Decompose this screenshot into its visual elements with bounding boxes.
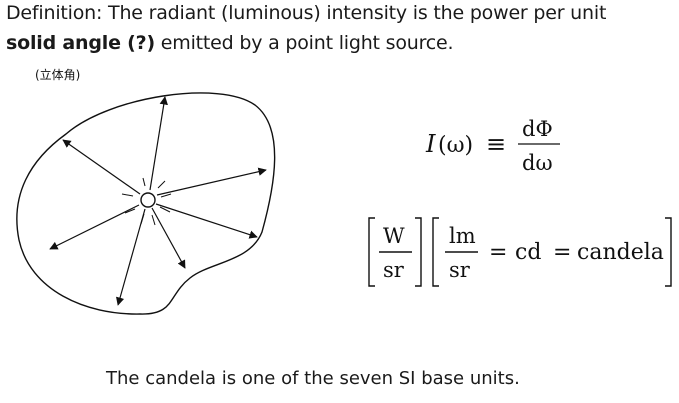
unit-name: candela — [577, 240, 664, 265]
source-glow-dashes — [121, 177, 172, 226]
bracket-1-left — [368, 217, 375, 287]
point-light-diagram — [16, 92, 276, 315]
definition-line-1: Definition: The radiant (luminous) inten… — [6, 2, 607, 24]
point-light-source — [140, 192, 156, 208]
formula-relation: ≡ — [486, 130, 506, 158]
chinese-note: (立体角) — [35, 68, 81, 82]
formula-numerator: dΦ — [522, 117, 553, 141]
frac1-numerator: W — [383, 224, 405, 248]
bracket-1-right — [415, 217, 422, 287]
units-equals-2: = — [553, 240, 571, 265]
definition-line-2: solid angle (?) emitted by a point light… — [6, 32, 454, 54]
ray-lower-left — [49, 204, 140, 250]
frac2-denominator: sr — [449, 258, 471, 282]
frac1-denominator: sr — [383, 258, 405, 282]
intensity-formula: I (ω) ≡ dΦ dω — [425, 117, 560, 175]
units-formula: W sr lm sr = cd = candela — [368, 217, 672, 287]
ray-right-lower — [155, 203, 258, 239]
bracket-2-left — [432, 217, 439, 287]
formula-lhs-symbol: I — [425, 130, 436, 158]
closed-surface-outline — [16, 92, 276, 315]
bracket-2-right — [665, 217, 672, 287]
formula-lhs-arg: (ω) — [438, 133, 473, 158]
definition-line-2-rest: emitted by a point light source. — [154, 32, 454, 54]
ray-up — [149, 96, 168, 191]
solid-angle-term: solid angle (?) — [6, 32, 155, 54]
units-equals-1: = — [489, 240, 507, 265]
formula-denominator: dω — [522, 151, 553, 175]
ray-down-right — [151, 207, 186, 269]
unit-abbrev: cd — [515, 240, 541, 265]
ray-upper-left — [62, 139, 141, 195]
ray-down — [116, 208, 146, 306]
ray-right-upper — [156, 167, 267, 196]
footer-caption: The candela is one of the seven SI base … — [106, 368, 520, 389]
frac2-numerator: lm — [449, 224, 476, 248]
